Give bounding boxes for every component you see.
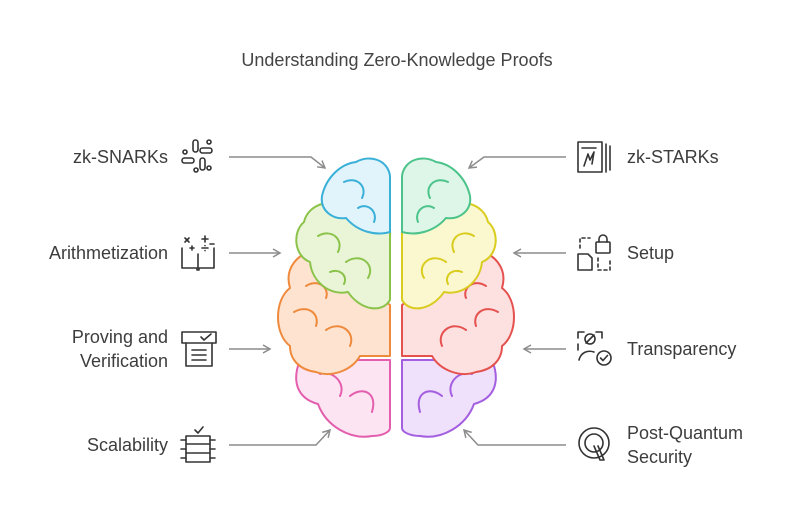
- label-proving-line1: Proving and: [71, 327, 168, 347]
- right-hemisphere: [401, 157, 515, 438]
- label-arithmetization: Arithmetization: [48, 243, 168, 263]
- arrow-post-quantum: [462, 428, 566, 446]
- signed-document-icon: [577, 141, 611, 173]
- arrow-zk-snarks: [229, 156, 327, 169]
- label-scalability: Scalability: [86, 435, 168, 455]
- label-zk-snarks: zk-SNARKs: [72, 147, 168, 167]
- slack-hash-icon: [181, 139, 213, 173]
- quantum-q-icon: [578, 427, 610, 461]
- diagram-title: Understanding Zero-Knowledge Proofs: [241, 50, 553, 70]
- lock-files-icon: [577, 234, 611, 271]
- label-zk-starks: zk-STARKs: [627, 147, 719, 167]
- label-transparency: Transparency: [627, 339, 737, 359]
- label-post-quantum-line2: Security: [627, 447, 693, 467]
- brain-lobe-purple: [401, 359, 497, 438]
- brain-lobe-red: [401, 249, 515, 375]
- arrow-scalability: [229, 428, 332, 446]
- arrow-zk-starks: [467, 156, 566, 169]
- label-setup: Setup: [627, 243, 675, 263]
- brain-lobe-green: [401, 157, 472, 235]
- brain-lobe-orange: [277, 249, 391, 375]
- label-post-quantum-line1: Post-Quantum: [627, 423, 744, 443]
- user-verify-icon: [577, 331, 612, 366]
- label-post-quantum-security: Post-Quantum Security: [627, 421, 787, 469]
- brain-lobe-pink: [295, 359, 391, 438]
- left-hemisphere: [277, 157, 391, 438]
- checklist-document-icon: [181, 331, 217, 367]
- label-proving-verification: Proving and Verification: [20, 325, 168, 373]
- database-check-icon: [180, 426, 216, 463]
- label-proving-line2: Verification: [79, 351, 168, 371]
- arrows: [229, 156, 566, 446]
- brain-lobe-blue: [320, 157, 391, 235]
- math-book-icon: [181, 235, 215, 271]
